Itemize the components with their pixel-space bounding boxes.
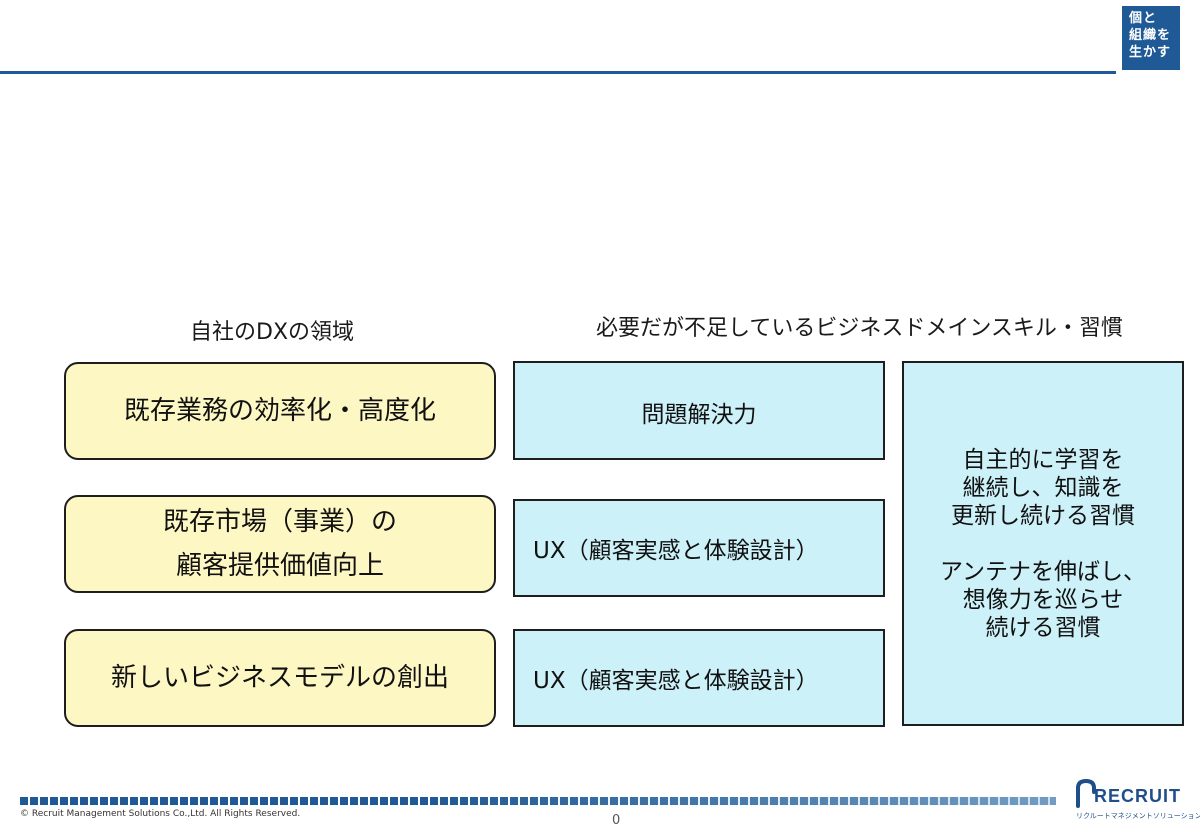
skill-box-text: UX（顧客実感と体験設計） [533,668,819,694]
habit-text: 続ける習慣 [985,614,1101,641]
habit-text: 自主的に学習を [962,446,1124,473]
habit-paragraph-1: 自主的に学習を 継続し、知識を 更新し続ける習慣 [951,446,1135,530]
recruit-logo-mark-icon [1076,778,1096,808]
domain-box-1: 既存業務の効率化・高度化 [64,362,496,460]
skill-box-text: 問題解決力 [641,402,757,428]
recruit-logo-subtext: リクルートマネジメントソリューションズ [1076,812,1200,820]
skill-box-1: 問題解決力 [513,361,885,460]
domain-box-3: 新しいビジネスモデルの創出 [64,629,496,727]
recruit-logo-text: RECRUIT [1094,786,1181,806]
page-number: 0 [612,813,621,828]
footer-dotted-bar [20,797,1056,805]
habit-text: アンテナを伸ばし、 [939,558,1147,585]
habit-text: 想像力を巡らせ [962,586,1124,613]
skills-column-heading: 必要だが不足しているビジネスドメインスキル・習慣 [596,316,1123,341]
habit-text: 更新し続ける習慣 [951,502,1135,529]
brand-badge: 個と 組織を 生かす [1122,6,1180,70]
domain-column-heading: 自社のDXの領域 [190,320,355,345]
habit-text: 継続し、知識を [962,474,1124,501]
header-rule [0,71,1116,74]
recruit-logo: RECRUIT リクルートマネジメントソリューションズ [1074,778,1200,824]
domain-box-text: 既存市場（事業）の [162,507,397,537]
badge-line: 生かす [1129,45,1172,60]
domain-box-text: 既存業務の効率化・高度化 [123,396,436,426]
domain-box-text: 新しいビジネスモデルの創出 [110,663,449,693]
domain-box-text: 顧客提供価値向上 [175,551,384,581]
copyright-text: © Recruit Management Solutions Co.,Ltd. … [20,809,301,819]
skill-box-text: UX（顧客実感と体験設計） [533,538,819,564]
domain-box-2: 既存市場（事業）の 顧客提供価値向上 [64,495,496,593]
habits-box: 自主的に学習を 継続し、知識を 更新し続ける習慣 アンテナを伸ばし、 想像力を巡… [902,361,1184,726]
skill-box-3: UX（顧客実感と体験設計） [513,629,885,727]
skill-box-2: UX（顧客実感と体験設計） [513,499,885,597]
badge-line: 組織を [1129,28,1172,43]
habit-paragraph-2: アンテナを伸ばし、 想像力を巡らせ 続ける習慣 [940,558,1146,642]
badge-line: 個と [1129,11,1158,26]
